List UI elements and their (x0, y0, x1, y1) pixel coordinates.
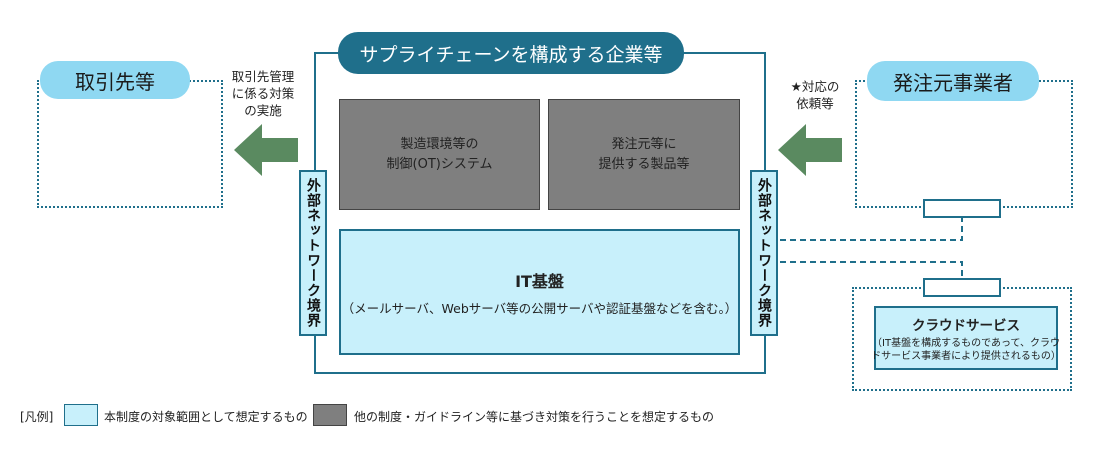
supplier-note: 取引先管理 に係る対策 の実施 (222, 68, 304, 119)
legend-gray-swatch (313, 404, 347, 426)
supplier-note-line2: に係る対策 (231, 86, 295, 101)
cloud-service-box: クラウドサービス （IT基盤を構成するものであって、クラウ ドサービス事業者によ… (871, 306, 1061, 370)
it-infrastructure-box: IT基盤 （メールサーバ、Webサーバ等の公開サーバや認証基盤などを含む。） (339, 229, 740, 355)
supplier-dotted-area (37, 80, 223, 208)
ot-system-box: 製造環境等の 制御(OT)システム (339, 99, 540, 210)
orderer-note-line2: 依頼等 (796, 96, 834, 111)
legend-light-text: 本制度の対象範囲として想定するもの (104, 410, 308, 424)
product-box: 発注元等に 提供する製品等 (548, 99, 740, 210)
cloud-desc-line2: ドサービス事業者により提供されるもの） (871, 350, 1061, 362)
supplier-note-line3: の実施 (244, 103, 282, 118)
legend-light-swatch (64, 404, 98, 426)
it-subtitle: （メールサーバ、Webサーバ等の公開サーバや認証基盤などを含む。） (341, 300, 738, 316)
orderer-connection-point (923, 199, 1001, 218)
legend-gray-text: 他の制度・ガイドライン等に基づき対策を行うことを想定するもの (354, 410, 715, 424)
cloud-title: クラウドサービス (912, 317, 1020, 334)
left-arrow-icon (234, 124, 298, 176)
boundary-left: 外部ネットワーク境界 (299, 170, 327, 336)
supplier-title: 取引先等 (40, 61, 190, 99)
legend-label: [凡例] (20, 410, 54, 424)
ot-box-line1: 製造環境等の (400, 136, 479, 152)
supply-chain-title: サプライチェーンを構成する企業等 (338, 32, 684, 74)
cloud-desc-line1: （IT基盤を構成するものであって、クラウ (872, 337, 1060, 349)
ot-box-line2: 制御(OT)システム (386, 156, 493, 172)
product-box-line1: 発注元等に (611, 136, 677, 152)
boundary-right: 外部ネットワーク境界 (750, 170, 778, 336)
supplier-note-line1: 取引先管理 (231, 69, 295, 84)
orderer-connector (780, 218, 963, 241)
right-arrow-icon (778, 124, 842, 176)
it-title: IT基盤 (515, 271, 564, 291)
orderer-note: ★対応の 依頼等 (778, 78, 852, 112)
cloud-connector (780, 261, 963, 278)
product-box-line2: 提供する製品等 (598, 156, 690, 172)
orderer-note-line1: ★対応の (790, 79, 840, 94)
cloud-connection-point (923, 278, 1001, 297)
orderer-title: 発注元事業者 (867, 61, 1039, 101)
